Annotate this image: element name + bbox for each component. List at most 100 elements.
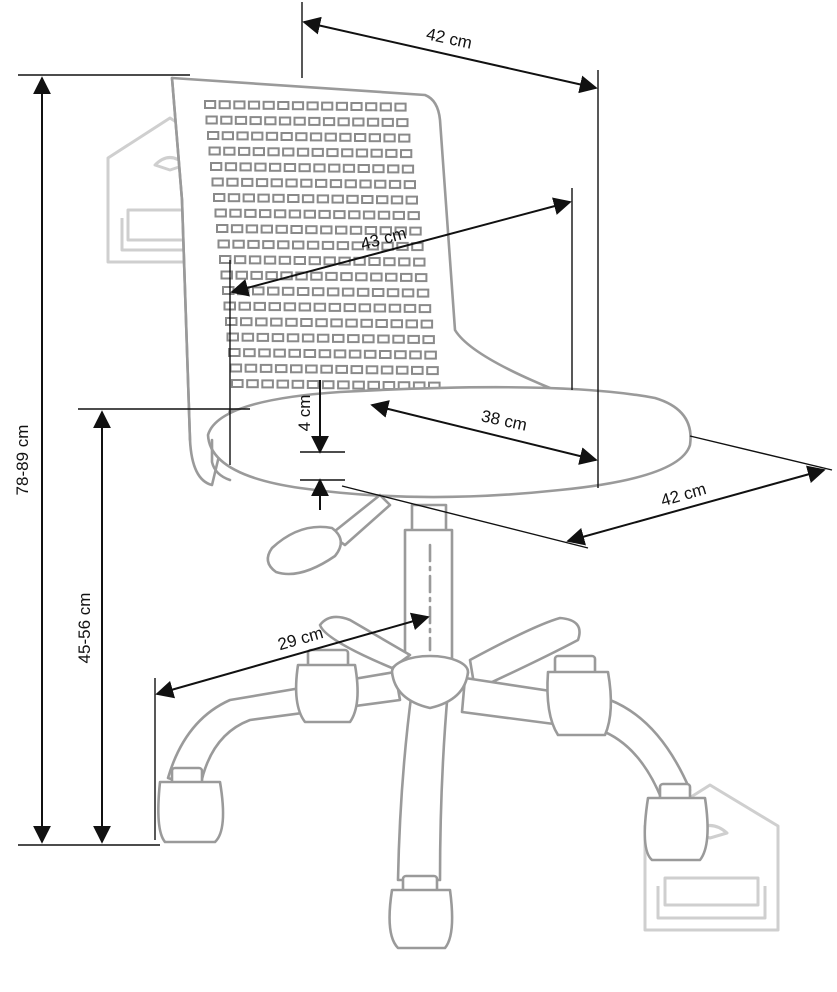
backrest-slot	[330, 318, 343, 328]
backrest-slot	[390, 319, 403, 329]
backrest-slot	[233, 100, 246, 110]
backrest-slot	[247, 100, 261, 110]
backrest-slot	[288, 348, 301, 358]
backrest-slot	[343, 303, 357, 313]
chair-seat	[206, 385, 692, 499]
backrest-slot	[316, 333, 330, 343]
backrest-slot	[277, 101, 290, 110]
backrest-slot	[348, 349, 362, 359]
backrest-slot	[367, 380, 380, 390]
backrest-slot	[246, 379, 259, 389]
label-seat-width: 42 cm	[659, 479, 709, 510]
backrest-slot	[345, 318, 358, 328]
backrest-slot	[241, 177, 254, 187]
backrest-slot	[339, 132, 352, 142]
backrest-slot	[418, 304, 432, 314]
backrest-slot	[221, 131, 234, 141]
backrest-slot	[403, 180, 417, 190]
backrest-slot	[249, 116, 262, 126]
backrest-slot	[238, 146, 251, 156]
backrest-slot	[298, 302, 312, 312]
backrest-slot	[283, 302, 297, 312]
backrest-slot	[261, 379, 274, 389]
backrest-slot	[335, 101, 348, 111]
backrest-slot	[383, 133, 396, 143]
backrest-slot	[409, 350, 422, 360]
backrest-slot	[276, 379, 290, 389]
backrest-slot	[268, 302, 281, 312]
backrest-slot	[426, 366, 439, 376]
backrest-slot	[303, 349, 317, 358]
backrest-slot	[396, 118, 409, 128]
backrest-slot	[405, 319, 418, 329]
caster-front-center	[388, 874, 454, 950]
backrest-slot	[238, 301, 251, 311]
backrest-slot	[283, 163, 297, 172]
backrest-slot	[318, 349, 332, 359]
backrest-slot	[313, 163, 326, 173]
backrest-slot	[388, 179, 402, 189]
backrest-slot	[372, 164, 385, 174]
backrest-slot	[306, 101, 319, 111]
backrest-slot	[352, 380, 365, 390]
backrest-slot	[370, 148, 383, 158]
backrest-slot	[301, 333, 315, 343]
chair-base	[166, 615, 692, 882]
backrest-slot	[363, 349, 377, 359]
backrest-slot	[324, 132, 337, 142]
backrest-slot	[308, 116, 321, 126]
backrest-slot	[368, 133, 382, 143]
backrest-slot	[358, 303, 372, 313]
backrest-slot	[332, 333, 345, 343]
backrest-slot	[220, 115, 233, 125]
backrest-slot	[259, 363, 273, 373]
backrest-slot	[411, 365, 424, 375]
backrest-slot	[223, 146, 236, 156]
backrest-slot	[387, 164, 400, 174]
backrest-slot	[264, 116, 277, 126]
backrest-slot	[420, 319, 434, 329]
backrest-slot	[398, 133, 411, 143]
gas-lever	[266, 493, 392, 576]
backrest-slot	[217, 239, 230, 249]
backrest-slot	[218, 100, 231, 110]
backrest-slot	[328, 163, 341, 173]
dimension-lines	[18, 2, 833, 846]
backrest-slot	[373, 303, 387, 313]
backrest-slot	[424, 350, 437, 360]
backrest-slot	[213, 193, 226, 202]
backrest-slot	[366, 117, 380, 127]
backrest-slot	[374, 179, 387, 189]
backrest-slot	[365, 365, 379, 375]
backrest-slot	[228, 348, 241, 357]
backrest-slot	[401, 164, 415, 174]
backrest-slot	[239, 162, 252, 172]
backrest-slot	[326, 148, 339, 158]
backrest-slot	[285, 178, 298, 188]
backrest-slot	[296, 147, 310, 157]
backrest-slot	[354, 133, 367, 142]
backrest-slot	[291, 379, 305, 389]
backrest-slot	[328, 302, 342, 312]
backrest-slot	[226, 177, 239, 187]
backrest-slot	[350, 102, 363, 111]
backrest-slot	[400, 149, 413, 159]
backrest-slot	[225, 317, 238, 326]
caster-back-left	[294, 648, 359, 724]
backrest-slot	[321, 101, 334, 111]
backrest-slot	[267, 147, 280, 157]
backrest-slot	[395, 365, 409, 375]
backrest-slot	[377, 334, 390, 344]
backrest-slot	[422, 335, 435, 345]
backrest-slot	[251, 131, 264, 141]
backrest-slot	[295, 132, 308, 142]
backrest-slot	[337, 117, 350, 127]
backrest-slot	[315, 178, 328, 188]
watermark-bottom-right-icon	[643, 783, 780, 932]
caster-back-right	[546, 654, 613, 737]
backrest-slot	[379, 350, 392, 359]
backrest-slot	[313, 302, 327, 312]
backrest-slot	[290, 364, 303, 374]
backrest-slot	[214, 208, 227, 218]
backrest-slot	[208, 146, 221, 156]
